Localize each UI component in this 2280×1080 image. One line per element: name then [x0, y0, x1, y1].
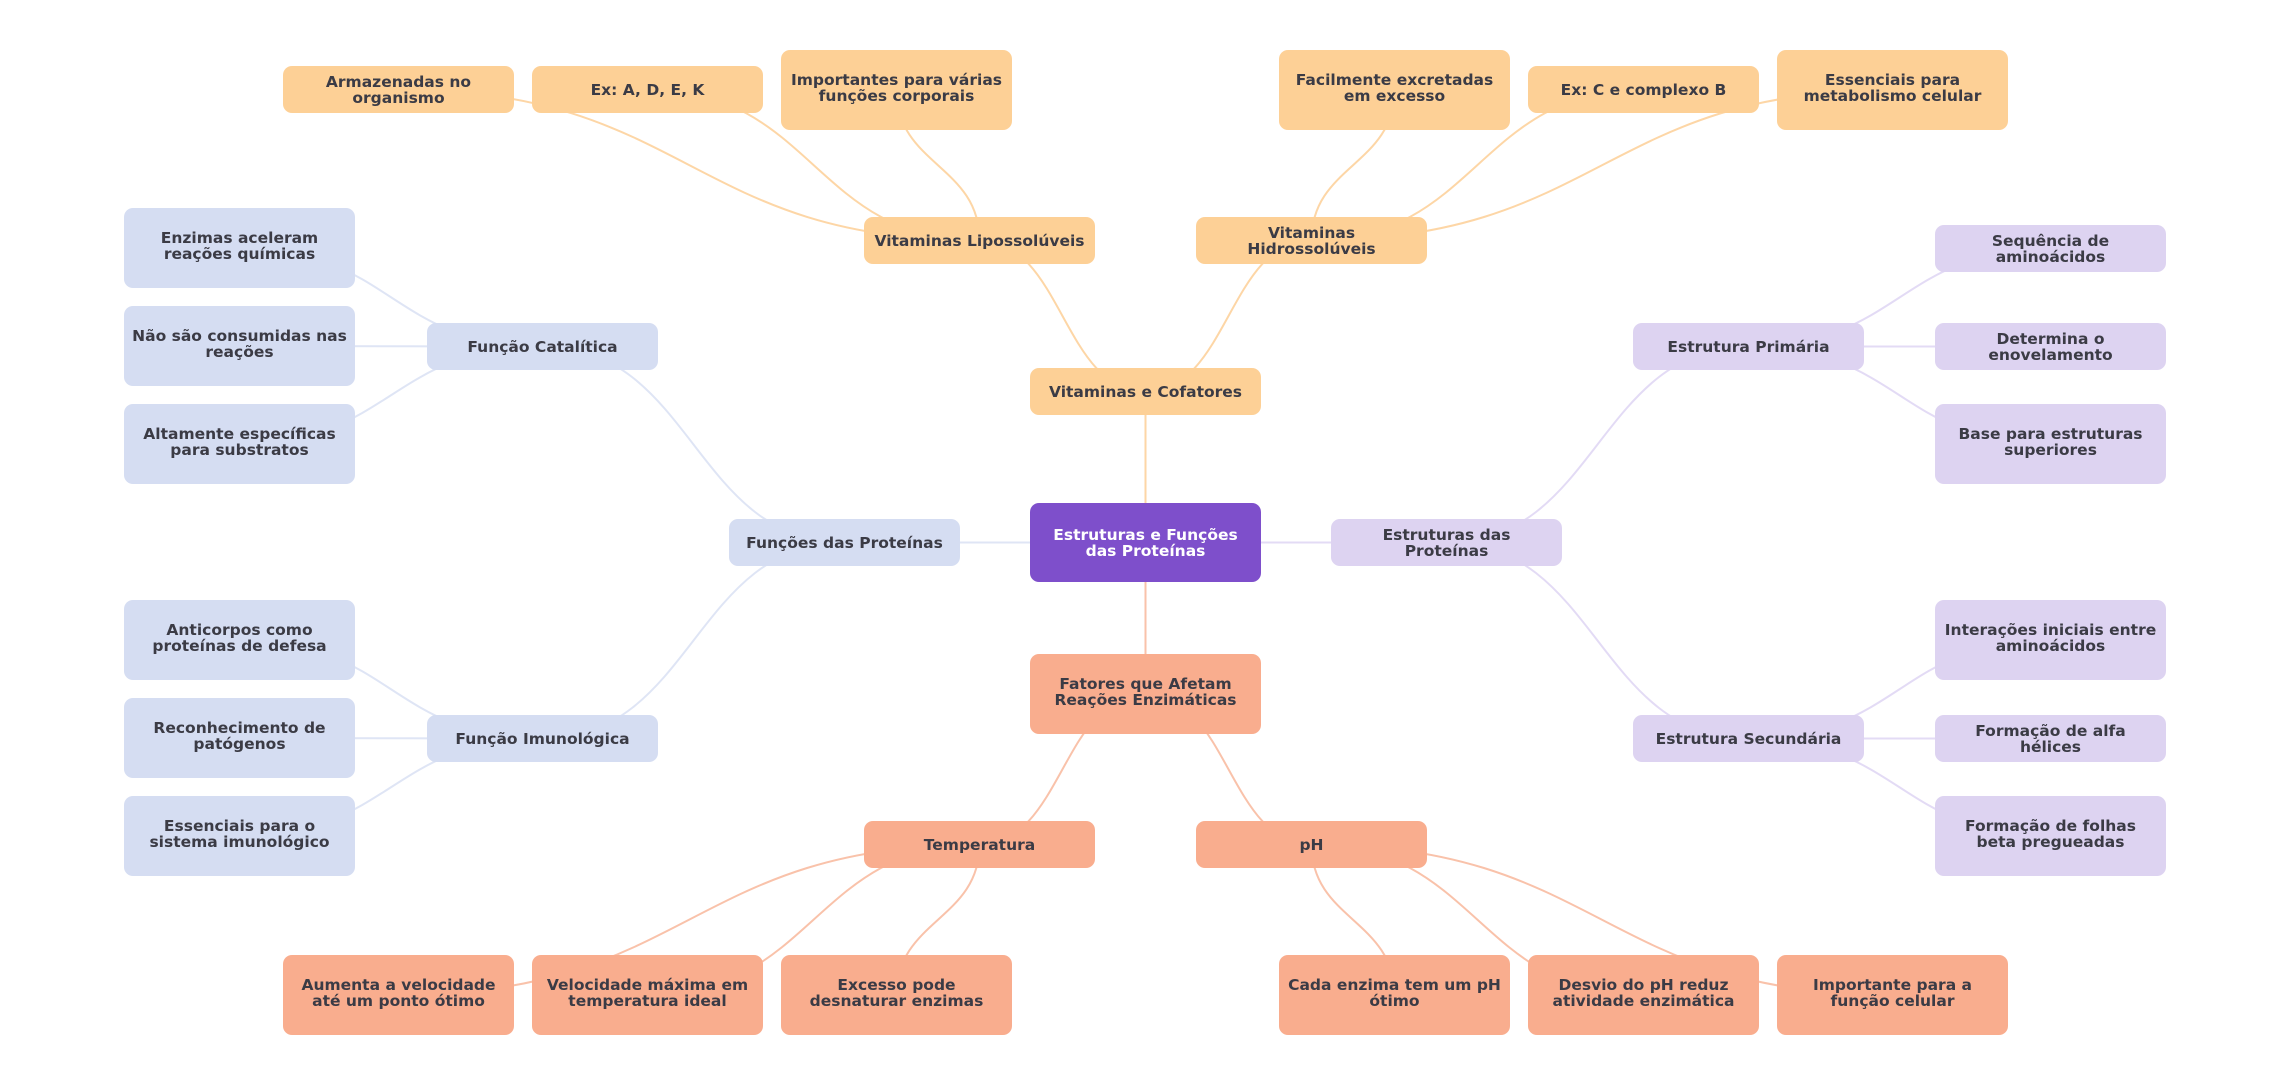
leaf-essenciais-imunologico[interactable]: Essenciais para o sistema imunológico	[124, 796, 355, 876]
node-label: Vitaminas Hidrossolúveis	[1247, 223, 1376, 258]
leaf-interacoes-iniciais[interactable]: Interações iniciais entre aminoácidos	[1935, 600, 2166, 680]
node-estrutura-primaria[interactable]: Estrutura Primária	[1633, 323, 1864, 370]
node-label: Ex: C e complexo B	[1560, 80, 1727, 99]
branch-vitaminas-cofatores[interactable]: Vitaminas e Cofatores	[1030, 368, 1261, 415]
node-label: Importante para a função celular	[1812, 976, 1973, 1010]
leaf-essenciais-metabolismo[interactable]: Essenciais para metabolismo celular	[1777, 50, 2008, 130]
edge-estruturas-pri	[1446, 345, 1749, 544]
root-node-label: Estruturas e Funções das Proteínas	[1053, 525, 1238, 560]
leaf-excesso-desnaturar[interactable]: Excesso pode desnaturar enzimas	[781, 955, 1012, 1035]
node-label: Base para estruturas superiores	[1958, 425, 2143, 459]
node-label: Anticorpos como proteínas de defesa	[152, 621, 327, 655]
root-node[interactable]: Estruturas e Funções das Proteínas	[1030, 503, 1261, 582]
node-label: Ex: A, D, E, K	[590, 80, 705, 99]
node-label: Fatores que Afetam Reações Enzimáticas	[1054, 675, 1237, 709]
node-label: Vitaminas Lipossolúveis	[874, 231, 1085, 250]
node-label: Importantes para várias funções corporai…	[790, 71, 1002, 105]
node-label: Reconhecimento de patógenos	[153, 719, 326, 753]
node-label: Interações iniciais entre aminoácidos	[1944, 621, 2157, 655]
node-label: Sequência de aminoácidos	[1991, 231, 2110, 266]
node-label: Essenciais para o sistema imunológico	[149, 817, 330, 851]
leaf-aumenta-velocidade[interactable]: Aumenta a velocidade até um ponto ótimo	[283, 955, 514, 1035]
node-label: Velocidade máxima em temperatura ideal	[546, 976, 749, 1010]
node-label: Facilmente excretadas em excesso	[1295, 71, 1494, 105]
leaf-enzimas-aceleram[interactable]: Enzimas aceleram reações químicas	[124, 208, 355, 288]
leaf-ex-c-complexo-b[interactable]: Ex: C e complexo B	[1528, 66, 1759, 113]
branch-funcoes-proteinas[interactable]: Funções das Proteínas	[729, 519, 960, 566]
node-label: Desvio do pH reduz atividade enzimática	[1552, 976, 1735, 1010]
node-label: Não são consumidas nas reações	[132, 327, 347, 361]
node-label: Estrutura Secundária	[1655, 729, 1842, 748]
edge-funcoes-imu	[542, 541, 845, 740]
node-vitaminas-lipossoluveis[interactable]: Vitaminas Lipossolúveis	[864, 217, 1095, 264]
node-label: Função Imunológica	[455, 729, 630, 748]
leaf-velocidade-maxima[interactable]: Velocidade máxima em temperatura ideal	[532, 955, 763, 1035]
leaf-nao-consumidas[interactable]: Não são consumidas nas reações	[124, 306, 355, 386]
leaf-alfa-helices[interactable]: Formação de alfa hélices	[1935, 715, 2166, 762]
leaf-altamente-especificas[interactable]: Altamente específicas para substratos	[124, 404, 355, 484]
edge-funcoes-cat	[542, 345, 845, 544]
branch-estruturas-proteinas[interactable]: Estruturas das Proteínas	[1331, 519, 1562, 566]
node-label: Aumenta a velocidade até um ponto ótimo	[301, 976, 496, 1010]
node-label: Temperatura	[923, 835, 1036, 854]
leaf-sequencia-aminoacidos[interactable]: Sequência de aminoácidos	[1935, 225, 2166, 272]
node-vitaminas-hidrossoluveis[interactable]: Vitaminas Hidrossolúveis	[1196, 217, 1427, 264]
branch-fatores-reacoes[interactable]: Fatores que Afetam Reações Enzimáticas	[1030, 654, 1261, 734]
node-label: Estrutura Primária	[1667, 337, 1830, 356]
leaf-armazenadas[interactable]: Armazenadas no organismo	[283, 66, 514, 113]
node-funcao-catalitica[interactable]: Função Catalítica	[427, 323, 658, 370]
leaf-reconhecimento-patogenos[interactable]: Reconhecimento de patógenos	[124, 698, 355, 778]
node-label: Enzimas aceleram reações químicas	[160, 229, 319, 263]
node-funcao-imunologica[interactable]: Função Imunológica	[427, 715, 658, 762]
node-label: Estruturas das Proteínas	[1382, 525, 1511, 560]
node-label: Armazenadas no organismo	[325, 72, 472, 107]
leaf-facilmente-excretadas[interactable]: Facilmente excretadas em excesso	[1279, 50, 1510, 130]
leaf-importantes-funcoes[interactable]: Importantes para várias funções corporai…	[781, 50, 1012, 130]
leaf-base-estruturas[interactable]: Base para estruturas superiores	[1935, 404, 2166, 484]
node-ph[interactable]: pH	[1196, 821, 1427, 868]
leaf-desvio-ph[interactable]: Desvio do pH reduz atividade enzimática	[1528, 955, 1759, 1035]
node-label: Cada enzima tem um pH ótimo	[1288, 976, 1501, 1010]
node-label: Função Catalítica	[467, 337, 618, 356]
node-estrutura-secundaria[interactable]: Estrutura Secundária	[1633, 715, 1864, 762]
node-label: Excesso pode desnaturar enzimas	[809, 976, 984, 1010]
node-label: pH	[1299, 835, 1324, 854]
leaf-ex-adek[interactable]: Ex: A, D, E, K	[532, 66, 763, 113]
leaf-ph-otimo[interactable]: Cada enzima tem um pH ótimo	[1279, 955, 1510, 1035]
leaf-anticorpos[interactable]: Anticorpos como proteínas de defesa	[124, 600, 355, 680]
node-label: Essenciais para metabolismo celular	[1803, 71, 1982, 105]
node-label: Vitaminas e Cofatores	[1048, 382, 1243, 401]
node-temperatura[interactable]: Temperatura	[864, 821, 1095, 868]
node-label: Funções das Proteínas	[746, 533, 943, 552]
leaf-determina-enovelamento[interactable]: Determina o enovelamento	[1935, 323, 2166, 370]
node-label: Formação de alfa hélices	[1975, 721, 2126, 756]
node-label: Determina o enovelamento	[1988, 329, 2113, 364]
node-label: Formação de folhas beta pregueadas	[1965, 817, 2136, 851]
leaf-folhas-beta[interactable]: Formação de folhas beta pregueadas	[1935, 796, 2166, 876]
leaf-funcao-celular[interactable]: Importante para a função celular	[1777, 955, 2008, 1035]
edge-estruturas-sec	[1446, 541, 1749, 740]
node-label: Altamente específicas para substratos	[143, 425, 336, 459]
